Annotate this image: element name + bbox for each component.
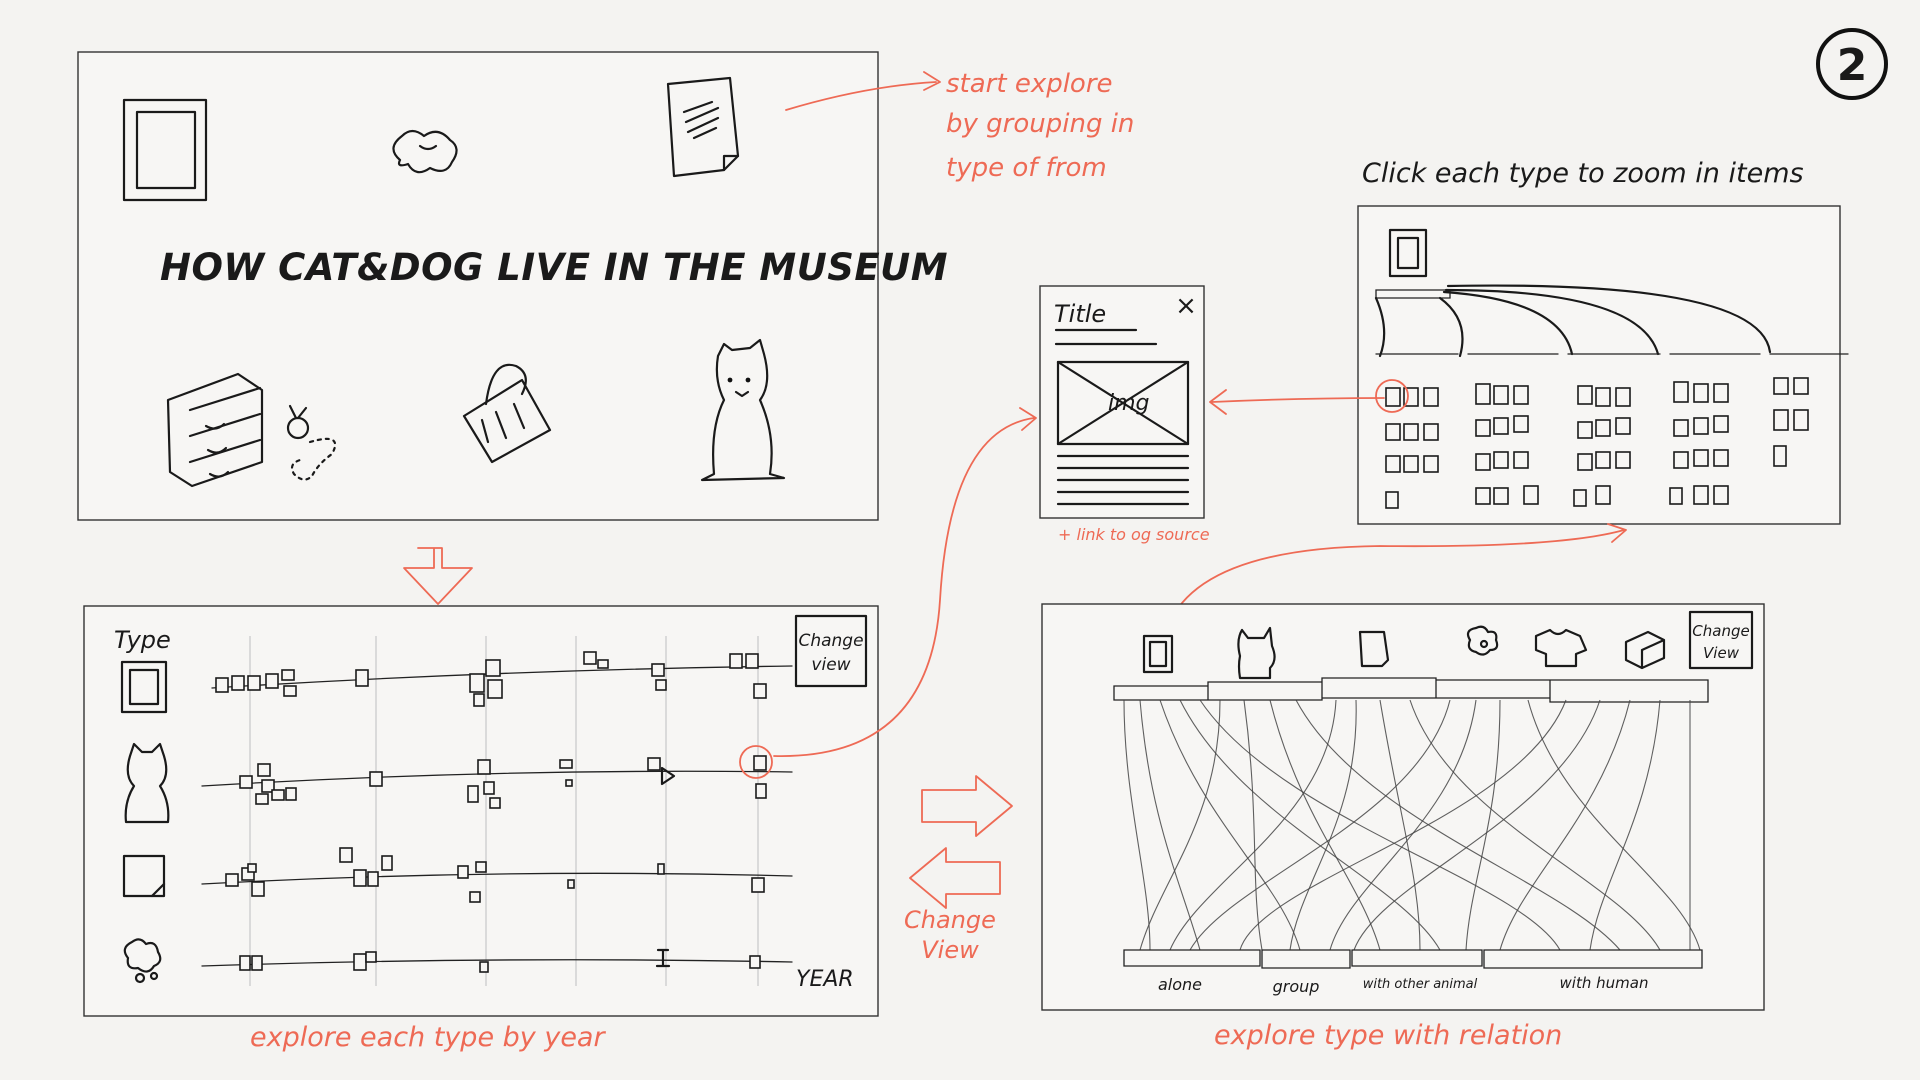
image-placeholder: img	[1056, 360, 1190, 446]
explore-relation-note: explore type with relation	[1214, 1020, 1562, 1051]
frame-icon	[1142, 634, 1174, 674]
selected-item-highlight[interactable]	[739, 745, 773, 779]
relation-label-human: with human	[1560, 974, 1649, 992]
cat-icon	[1237, 626, 1276, 680]
relation-label-other-animal: with other animal	[1363, 977, 1478, 992]
flowers-icon	[1466, 625, 1499, 656]
paper-icon	[1358, 630, 1390, 668]
change-view-line-1: Change	[798, 631, 863, 651]
relation-change-view-line-1: Change	[1692, 622, 1749, 640]
click-type-note: Click each type to zoom in items	[1362, 158, 1804, 189]
start-explore-line-3: type of from	[946, 153, 1107, 183]
close-icon[interactable]: ×	[1175, 291, 1197, 321]
explore-year-note: explore each type by year	[250, 1022, 606, 1053]
shirt-icon	[1534, 628, 1588, 668]
arrow-item-to-detail	[773, 407, 1037, 757]
arrow-relation-to-zoom	[1167, 523, 1627, 627]
relation-label-alone: alone	[1158, 975, 1202, 994]
year-view-panel: Type	[83, 605, 879, 1017]
landing-panel: HOW CAT&DOG LIVE IN THE MUSEUM	[77, 51, 948, 521]
zoom-selected-highlight[interactable]	[1375, 379, 1409, 413]
dog-icon	[700, 338, 786, 482]
relation-flows	[1123, 699, 1701, 951]
down-arrow	[403, 547, 473, 605]
change-view-line-2: view	[811, 655, 850, 675]
change-view-button[interactable]: Change view	[794, 614, 868, 688]
type-label: Type	[114, 626, 171, 654]
relation-view-panel: Change View	[1041, 603, 1765, 1011]
zoom-items	[1385, 377, 1809, 509]
relation-label-group: group	[1273, 977, 1320, 996]
detail-title: Title	[1054, 300, 1106, 328]
box-icon	[1624, 630, 1666, 670]
year-items-row-4	[239, 948, 761, 973]
cat-icon	[124, 742, 170, 824]
year-items-row-1	[215, 651, 767, 707]
zoom-panel	[1357, 205, 1849, 525]
frame-icon	[122, 98, 208, 202]
year-axis-label: YEAR	[796, 967, 854, 992]
change-view-button-relation[interactable]: Change View	[1688, 610, 1754, 670]
page-number-badge: 2	[1816, 28, 1888, 100]
change-view-note-line-2: View	[921, 936, 979, 964]
flowers-icon	[123, 938, 162, 984]
start-explore-note: start explore by grouping in type of fro…	[785, 69, 1134, 183]
year-items-row-3	[225, 847, 765, 903]
change-view-arrows[interactable]: Change View	[904, 775, 1013, 964]
detail-card: Title × img	[1039, 285, 1205, 519]
link-to-source[interactable]: + link to og source	[1058, 525, 1210, 544]
flowers-icon	[392, 129, 458, 174]
paper-icon	[666, 76, 740, 178]
year-items-row-2	[239, 755, 767, 809]
page-number: 2	[1837, 40, 1868, 91]
start-explore-line-1: start explore	[946, 69, 1113, 99]
paper-icon	[122, 854, 166, 898]
landing-title: HOW CAT&DOG LIVE IN THE MUSEUM	[160, 246, 948, 289]
relation-change-view-line-2: View	[1703, 644, 1740, 662]
arrow-to-detail	[1209, 389, 1385, 415]
frame-icon	[120, 660, 168, 714]
change-view-note-line-1: Change	[904, 906, 996, 934]
dresser-icon	[166, 372, 337, 488]
bag-icon	[462, 363, 552, 464]
start-explore-line-2: by grouping in	[946, 109, 1134, 139]
img-label: img	[1108, 391, 1150, 416]
frame-icon	[1388, 228, 1428, 278]
